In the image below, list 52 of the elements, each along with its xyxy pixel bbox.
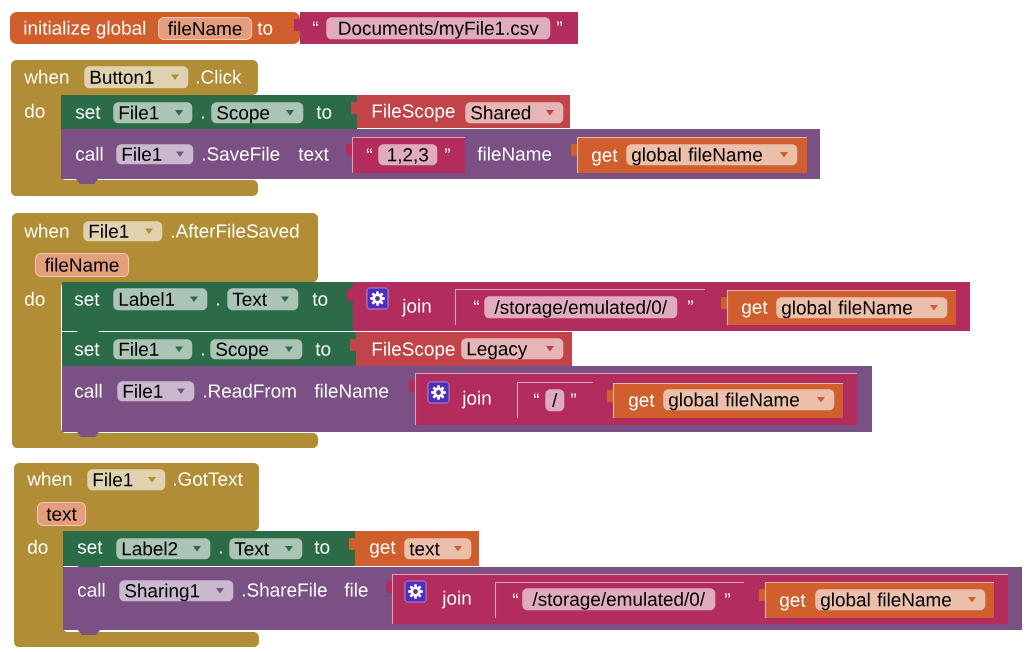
join-block: join “ /storage/emulated/0/ ” get global fileName <box>386 573 1009 625</box>
dropdown-field: Text <box>227 288 299 311</box>
dropdown-field: Label2 <box>116 538 211 560</box>
dropdown-field: File1 <box>116 144 194 165</box>
getter-block: get global fileName <box>721 289 957 326</box>
dropdown-field: File1 <box>117 381 195 402</box>
getter-block: get global fileName <box>759 581 995 619</box>
method-call-block: call File1 .SaveFile text “ 1,2,3 ” fileName get global fileName <box>61 129 820 184</box>
method-call-block: call Sharing1 .ShareFile file join “ /storage/emulated/0/ ” get global fileName <box>63 567 1022 635</box>
dropdown-field: Sharing1 <box>119 580 234 602</box>
dropdown-field: Shared <box>465 102 564 124</box>
text-field: /storage/emulated/0/ <box>484 296 678 319</box>
node-label: join <box>441 590 471 609</box>
constant-block: FileScope Legacy <box>350 332 572 366</box>
text-block: “ Documents/myFile1.csv ” <box>294 12 578 44</box>
text-block: “ /storage/emulated/0/ ” <box>449 288 706 326</box>
join-block: join “ / ” get global fileName <box>409 372 858 426</box>
getter-block: get global fileName <box>571 136 808 174</box>
text-field: /storage/emulated/0/ <box>522 588 716 611</box>
text-field: 1,2,3 <box>378 144 438 166</box>
initialize-block: initialize global fileName to <box>10 12 300 44</box>
node-label: join <box>461 390 491 409</box>
dropdown-field: Button1 <box>84 66 189 89</box>
method-call-block: call File1 .ReadFrom fileName join “ / ” get global fileName <box>62 366 872 437</box>
dropdown-field: File1 <box>87 469 166 491</box>
join-block: join “ /storage/emulated/0/ ” get global fileName <box>347 282 970 331</box>
dropdown-field: Legacy <box>461 338 564 360</box>
dropdown-field: File1 <box>113 102 193 124</box>
constant-block: FileScope Shared <box>351 95 570 128</box>
text-block: “ /storage/emulated/0/ ” <box>489 581 745 619</box>
dropdown-field: File1 <box>113 339 193 360</box>
setter-block: set Label1 . Text to <box>62 282 353 336</box>
dropdown-field: global fileName <box>626 144 798 166</box>
dropdown-field: global fileName <box>663 389 835 411</box>
dropdown-field: Scope <box>210 339 303 360</box>
getter-block: get global fileName <box>607 382 844 419</box>
getter-block: get text <box>349 531 479 566</box>
dropdown-field: File1 <box>83 221 163 242</box>
parameter-field: fileName <box>35 253 130 278</box>
dropdown-field: global fileName <box>815 589 986 611</box>
dropdown-field: Label1 <box>113 288 208 311</box>
dropdown-field: Text <box>229 538 303 560</box>
text-field: Documents/myFile1.csv <box>326 17 551 40</box>
node-label: join <box>401 298 431 317</box>
dropdown-field: global fileName <box>776 297 948 319</box>
text-block: “ 1,2,3 ” <box>346 136 466 174</box>
parameter-field: text <box>37 502 87 527</box>
text-field: / <box>545 389 565 412</box>
text-block: “ / ” <box>511 381 594 419</box>
dropdown-field: text <box>404 538 472 560</box>
dropdown-field: Scope <box>211 102 304 124</box>
name-field: fileName <box>158 17 253 41</box>
